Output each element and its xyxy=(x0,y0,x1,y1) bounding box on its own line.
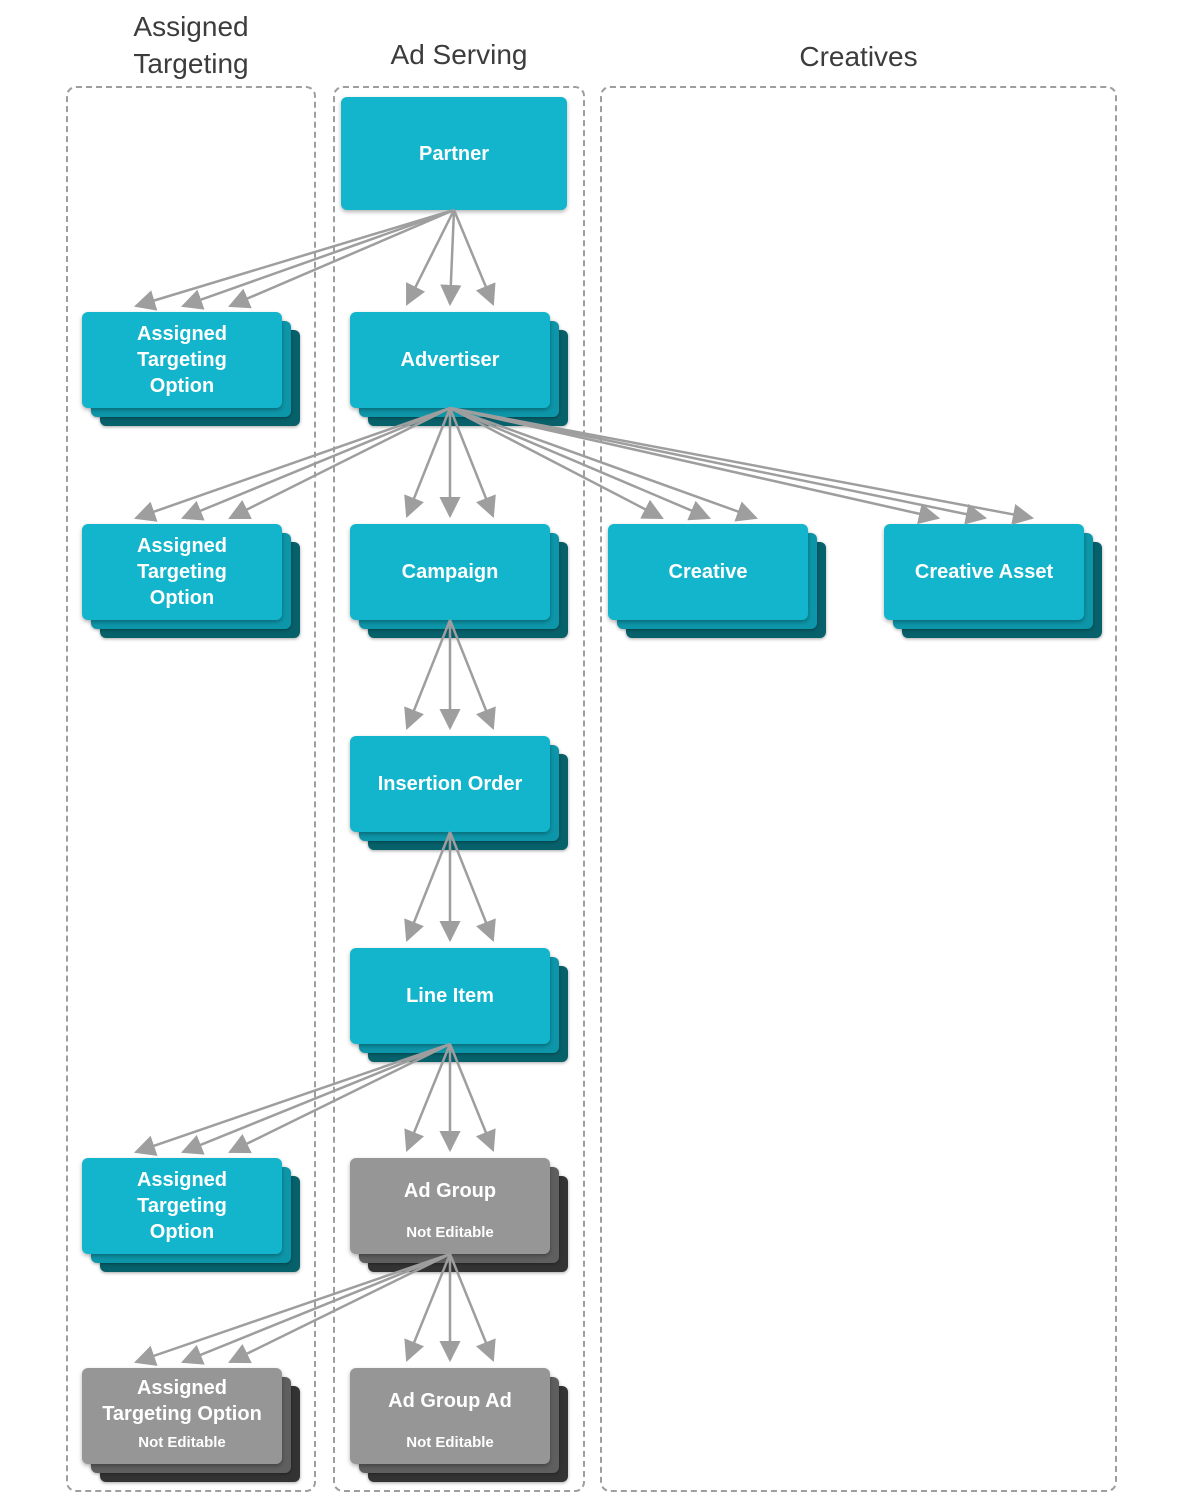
node-face: Partner xyxy=(341,97,567,210)
node-label: Partner xyxy=(418,142,490,165)
node-face: Line Item xyxy=(350,948,550,1044)
node-face: Campaign xyxy=(350,524,550,620)
node-partner: Partner xyxy=(341,97,567,210)
node-label: Insertion Order xyxy=(377,773,523,795)
node-label: Creative xyxy=(668,561,748,583)
node-creative-asset: Creative Asset xyxy=(884,524,1102,638)
node-face: Ad Group Ad Not Editable xyxy=(350,1368,550,1464)
node-ad-group: Ad Group Not Editable xyxy=(350,1158,568,1272)
node-label: Assigned Targeting Option xyxy=(136,535,228,609)
node-creative: Creative xyxy=(608,524,826,638)
node-label: Assigned Targeting Option xyxy=(136,323,228,397)
not-editable-badge: Not Editable xyxy=(138,1434,226,1451)
node-advertiser: Advertiser xyxy=(350,312,568,426)
node-face: Assigned Targeting Option Not Editable xyxy=(82,1368,282,1464)
not-editable-badge: Not Editable xyxy=(406,1434,494,1451)
node-face: Advertiser xyxy=(350,312,550,408)
node-campaign: Campaign xyxy=(350,524,568,638)
node-face: Assigned Targeting Option xyxy=(82,312,282,408)
node-face: Creative xyxy=(608,524,808,620)
node-ad-group-ad: Ad Group Ad Not Editable xyxy=(350,1368,568,1482)
node-label: Ad Group Ad xyxy=(388,1390,512,1412)
node-assigned-targeting-option-advertiser: Assigned Targeting Option xyxy=(82,524,300,638)
column-header-ad-serving: Ad Serving xyxy=(390,39,528,70)
node-face: Assigned Targeting Option xyxy=(82,524,282,620)
node-label: Creative Asset xyxy=(914,561,1054,583)
column-header-assigned-targeting: Assigned Targeting xyxy=(133,11,249,79)
node-face: Assigned Targeting Option xyxy=(82,1158,282,1254)
node-label: Campaign xyxy=(401,561,499,583)
node-label: Advertiser xyxy=(400,349,500,371)
node-assigned-targeting-option-ad-group: Assigned Targeting Option Not Editable xyxy=(82,1368,300,1482)
node-label: Assigned Targeting Option xyxy=(136,1169,228,1243)
node-face: Creative Asset xyxy=(884,524,1084,620)
not-editable-badge: Not Editable xyxy=(406,1224,494,1241)
node-label: Ad Group xyxy=(403,1180,497,1202)
column-header-creatives: Creatives xyxy=(799,41,918,72)
node-face: Insertion Order xyxy=(350,736,550,832)
creatives-column-frame xyxy=(600,86,1117,1492)
node-label: Assigned Targeting Option xyxy=(102,1377,262,1425)
node-face: Ad Group Not Editable xyxy=(350,1158,550,1254)
node-assigned-targeting-option-partner: Assigned Targeting Option xyxy=(82,312,300,426)
node-assigned-targeting-option-line-item: Assigned Targeting Option xyxy=(82,1158,300,1272)
node-insertion-order: Insertion Order xyxy=(350,736,568,850)
node-line-item: Line Item xyxy=(350,948,568,1062)
assigned-targeting-column-frame xyxy=(66,86,316,1492)
node-label: Line Item xyxy=(406,985,494,1007)
ad-serving-column-frame xyxy=(333,86,585,1492)
